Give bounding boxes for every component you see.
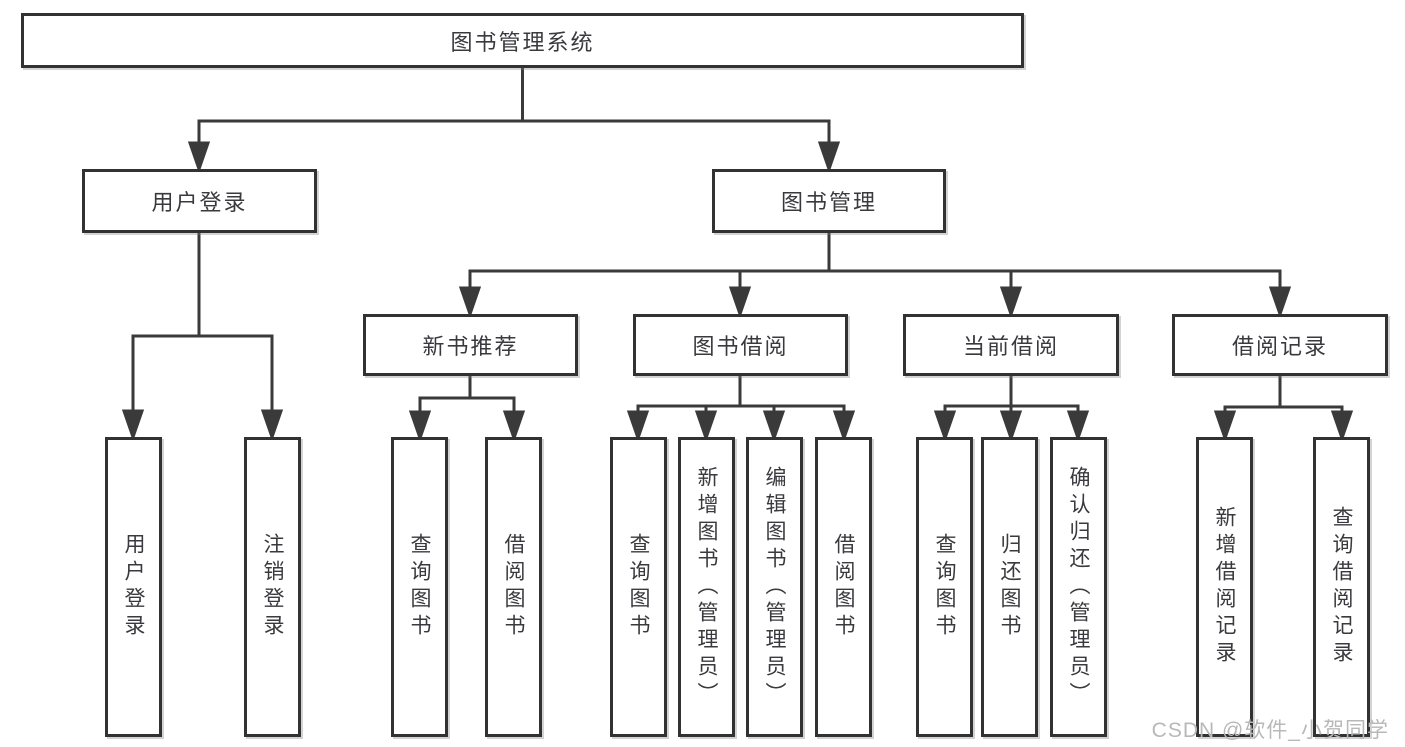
leaf-add-books-admin: 新增图书（管理员） [678, 437, 735, 737]
connector-root-to-level2 [187, 68, 841, 174]
leaf-query-books-borrow: 查询图书 [610, 437, 667, 737]
leaf-query-books-recommend: 查询图书 [391, 437, 448, 737]
leaf-logout: 注销登录 [244, 437, 301, 737]
connector-new-book-to-leaves [408, 376, 526, 443]
node-book-management: 图书管理 [712, 169, 946, 233]
node-current-borrow: 当前借阅 [903, 314, 1119, 376]
leaf-user-login: 用户登录 [105, 437, 162, 737]
node-new-book-recommend: 新书推荐 [363, 314, 578, 376]
node-book-borrow: 图书借阅 [633, 314, 848, 376]
csdn-watermark: CSDN @软件_小贺同学 [1151, 719, 1389, 742]
leaf-confirm-return-admin: 确认归还（管理员） [1050, 437, 1107, 737]
leaf-query-books-current: 查询图书 [916, 437, 973, 737]
connector-borrow-record-to-leaves [1213, 376, 1354, 443]
leaf-query-borrow-record: 查询借阅记录 [1313, 437, 1370, 737]
leaf-borrow-books-recommend: 借阅图书 [485, 437, 542, 737]
leaf-add-borrow-record: 新增借阅记录 [1196, 437, 1253, 737]
leaf-borrow-books: 借阅图书 [815, 437, 872, 737]
leaf-edit-books-admin: 编辑图书（管理员） [746, 437, 803, 737]
node-user-login: 用户登录 [82, 169, 317, 233]
connector-book-borrow-to-leaves [626, 376, 856, 443]
connector-book-management-to-level3 [458, 232, 1292, 319]
connector-user-login-to-leaves [121, 233, 284, 442]
node-borrow-record: 借阅记录 [1172, 314, 1388, 376]
connector-current-borrow-to-leaves [933, 376, 1090, 443]
leaf-return-books: 归还图书 [981, 437, 1038, 737]
node-library-management-system: 图书管理系统 [21, 13, 1024, 68]
